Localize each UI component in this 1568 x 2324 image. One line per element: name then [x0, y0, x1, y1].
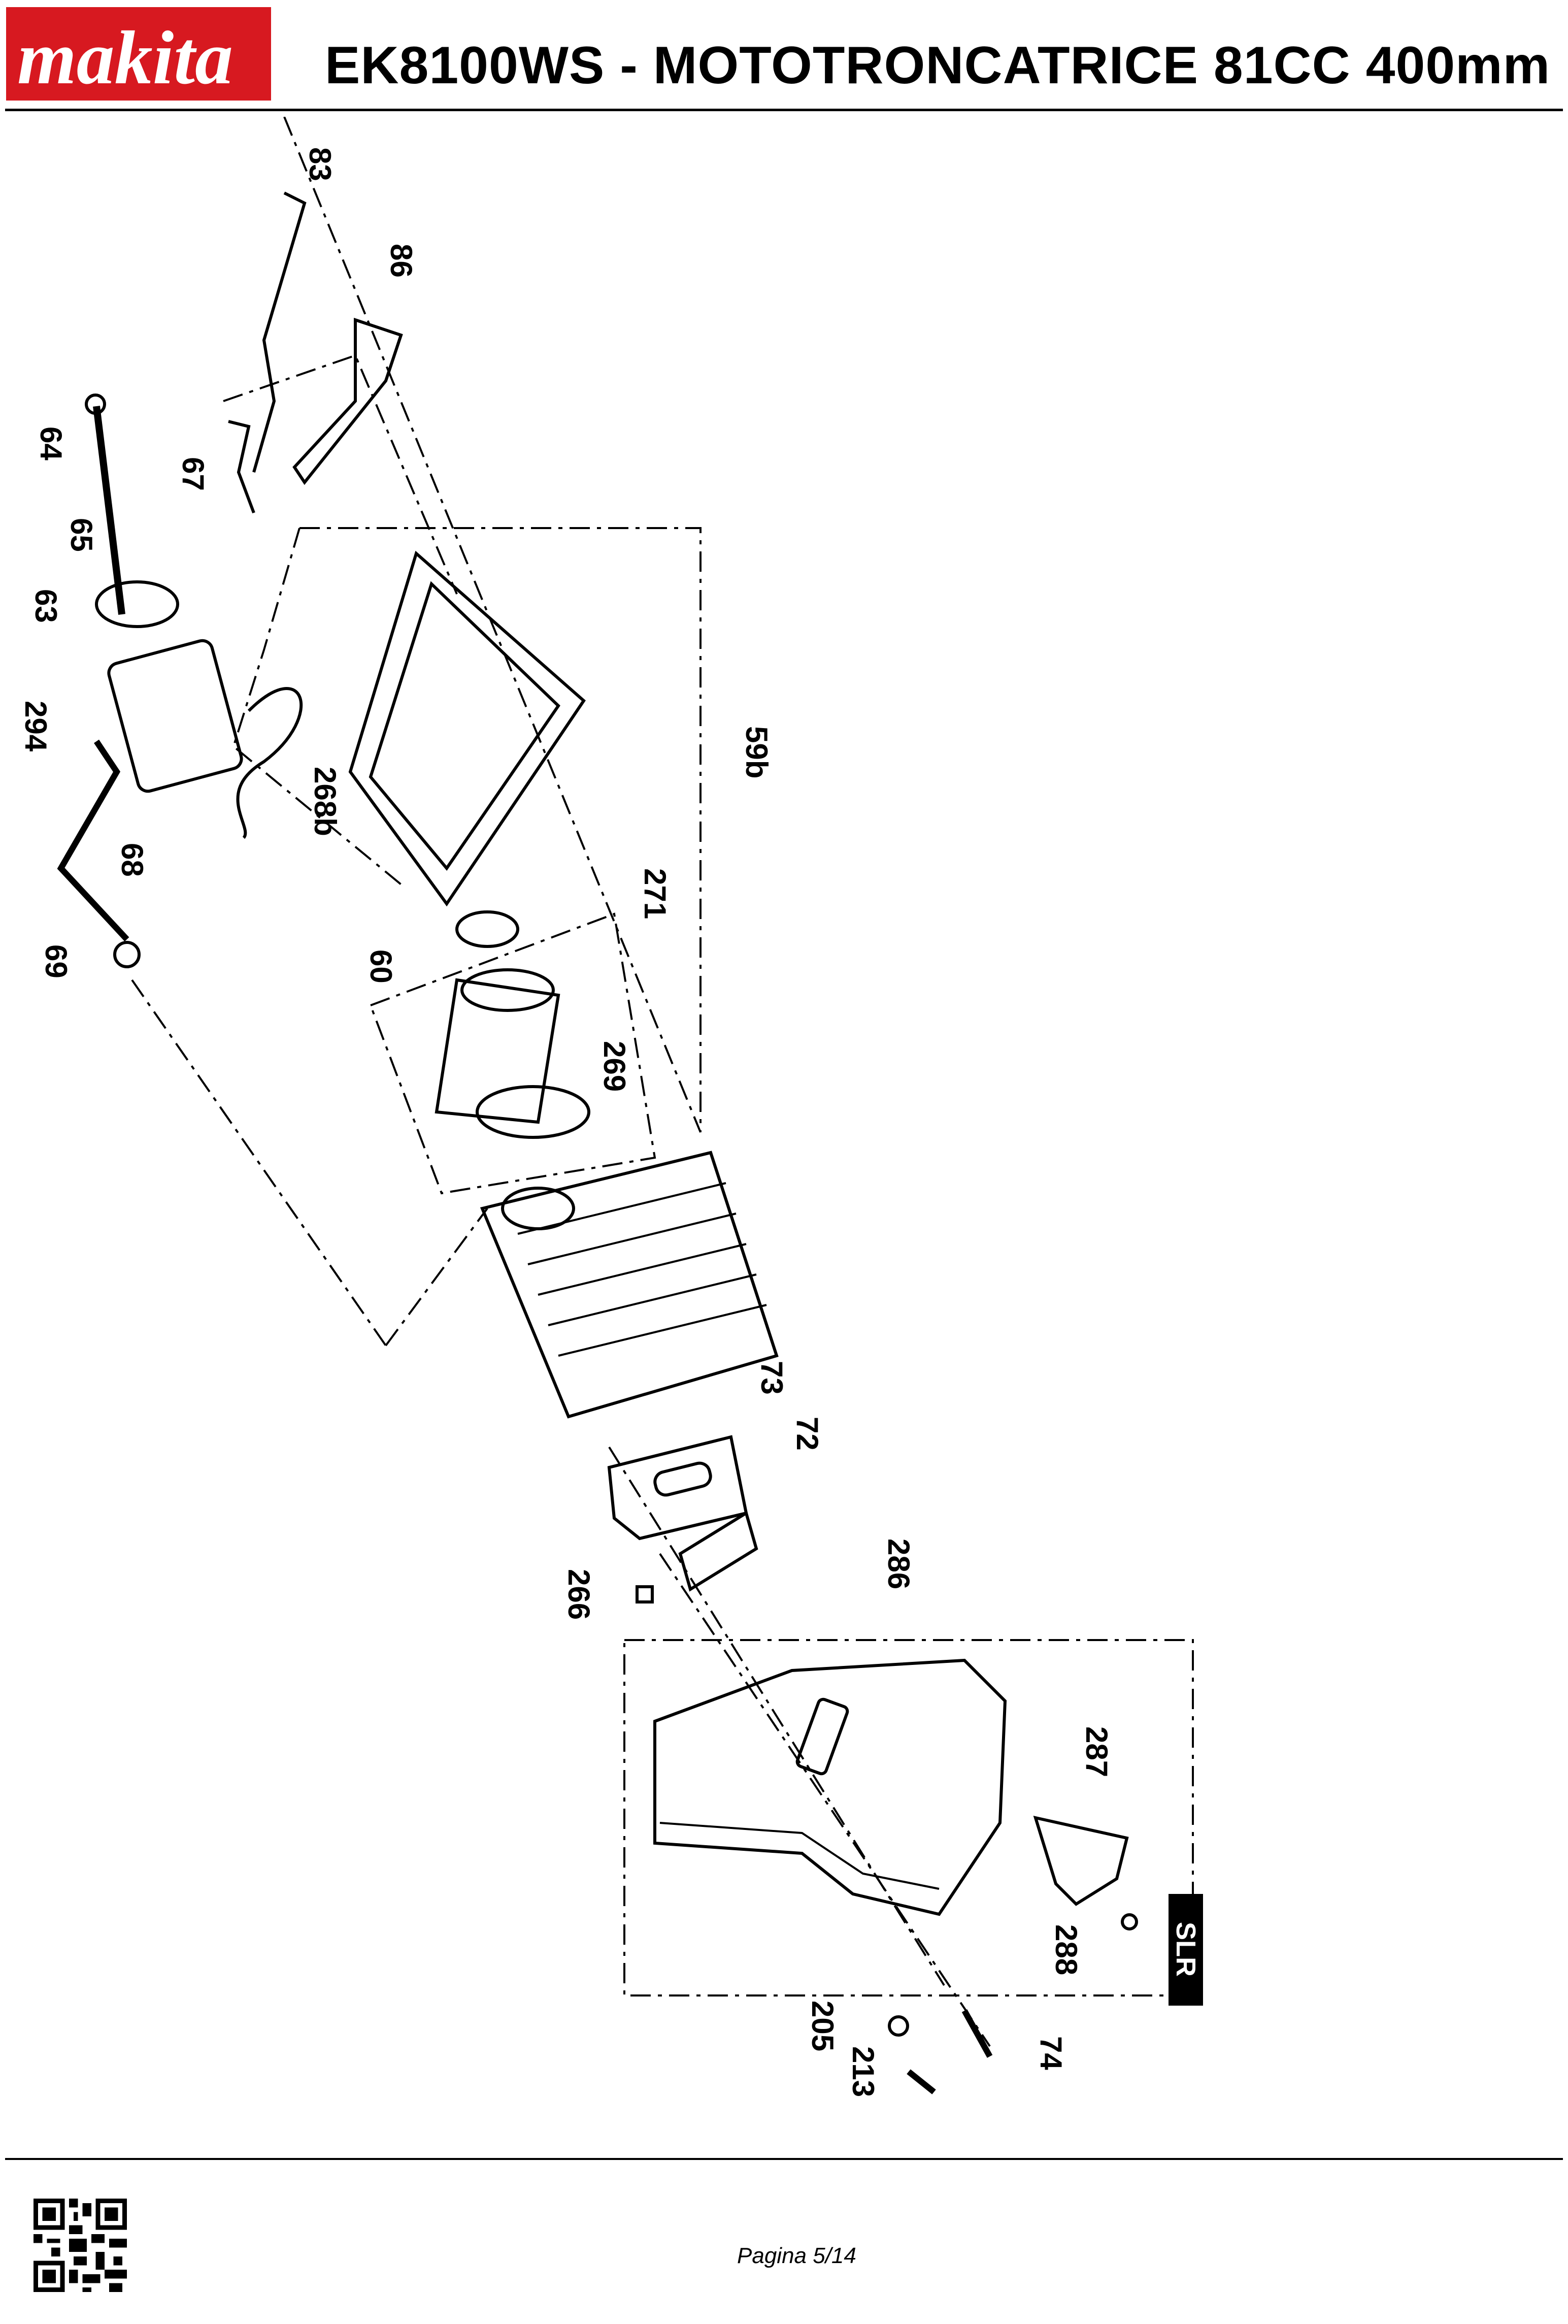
group-box-59b-left — [232, 528, 407, 890]
callout-65: 65 — [64, 518, 98, 552]
group-box-271 — [369, 912, 656, 1195]
callout-288: 288 — [1049, 1924, 1083, 1975]
part-74-bolt — [961, 2009, 993, 2058]
part-268b-spring — [236, 686, 303, 839]
group-box-59b — [299, 527, 702, 1132]
part-213-screw — [907, 2069, 936, 2094]
callout-74: 74 — [1034, 2036, 1068, 2070]
cylinder-intake — [501, 1187, 575, 1230]
part-266-nut — [636, 1585, 654, 1603]
part-269-clamp — [476, 1085, 590, 1139]
part-60-ring — [455, 910, 519, 948]
part-73-plate — [607, 1435, 748, 1541]
cylinder — [480, 1151, 779, 1419]
callout-205: 205 — [806, 2001, 840, 2051]
slr-badge — [1169, 1894, 1203, 2006]
makita-logo: makita — [6, 7, 271, 101]
muffler-axis-2 — [608, 1446, 945, 1986]
callout-72: 72 — [790, 1417, 824, 1451]
callout-86: 86 — [384, 244, 418, 278]
part-68-hose — [57, 739, 129, 942]
logo-wordmark: makita — [17, 16, 233, 100]
callout-268b: 268b — [308, 767, 342, 836]
part-72-gasket — [678, 1511, 758, 1592]
footer-divider — [5, 2158, 1563, 2160]
callout-67: 67 — [176, 457, 210, 491]
part-288-screw — [1121, 1913, 1138, 1930]
callout-59b: 59b — [740, 726, 774, 778]
fuel-line-guide-2 — [385, 1207, 488, 1347]
part-64-head — [85, 394, 106, 415]
callout-labels: 83 86 64 67 65 63 294 268b 59b 68 271 60… — [19, 147, 1114, 2097]
callout-63: 63 — [29, 589, 63, 623]
muffler-axis — [659, 1553, 991, 2047]
header-divider — [5, 109, 1563, 111]
muffler-outlet — [795, 1697, 849, 1776]
assembly-group-lines — [131, 117, 1194, 2047]
part-69-clip — [113, 941, 141, 968]
page-header: makita EK8100WS - MOTOTRONCATRICE 81CC 4… — [0, 0, 1568, 112]
callout-83: 83 — [303, 147, 337, 181]
page-title: EK8100WS - MOTOTRONCATRICE 81CC 400mm — [325, 36, 1551, 95]
callout-271: 271 — [638, 868, 672, 919]
group-box-286 — [623, 1639, 1194, 1996]
callout-286: 286 — [882, 1539, 916, 1589]
part-73-slot — [653, 1461, 712, 1497]
callout-266: 266 — [562, 1569, 596, 1620]
qr-code — [34, 2199, 127, 2292]
part-286-muffler — [653, 1658, 1007, 1916]
muffler-seam — [659, 1822, 940, 1890]
page-number: Pagina 5/14 — [737, 2243, 856, 2268]
carburetor — [107, 639, 243, 793]
exploded-parts-diagram: 83 86 64 67 65 63 294 268b 59b 68 271 60… — [19, 117, 1203, 2097]
part-67-link — [228, 420, 255, 514]
callout-269: 269 — [597, 1041, 631, 1092]
group-box-67 — [223, 354, 458, 595]
part-86-lever — [292, 317, 403, 485]
center-line — [283, 117, 702, 1133]
part-271-manifold — [435, 978, 560, 1124]
callout-60: 60 — [364, 950, 398, 984]
part-64-screw — [93, 406, 125, 615]
part-205-washer — [888, 2015, 909, 2037]
part-63-gasket — [95, 580, 179, 628]
part-59b-airbox — [348, 550, 586, 907]
part-83-rod — [252, 191, 307, 473]
callout-64: 64 — [34, 427, 68, 461]
cylinder-fins — [517, 1182, 767, 1357]
slr-badge-text: SLR — [1171, 1922, 1201, 1977]
part-59b-inner — [369, 581, 560, 871]
part-271-flange — [460, 968, 555, 1012]
callout-69: 69 — [39, 944, 73, 978]
callout-294: 294 — [19, 701, 53, 752]
fuel-line-guide — [131, 979, 387, 1347]
part-287-deflector — [1033, 1815, 1129, 1906]
callout-287: 287 — [1080, 1726, 1114, 1777]
callout-68: 68 — [115, 843, 149, 877]
callout-73: 73 — [755, 1361, 789, 1395]
logo-background — [6, 7, 271, 101]
callout-213: 213 — [846, 2046, 880, 2097]
